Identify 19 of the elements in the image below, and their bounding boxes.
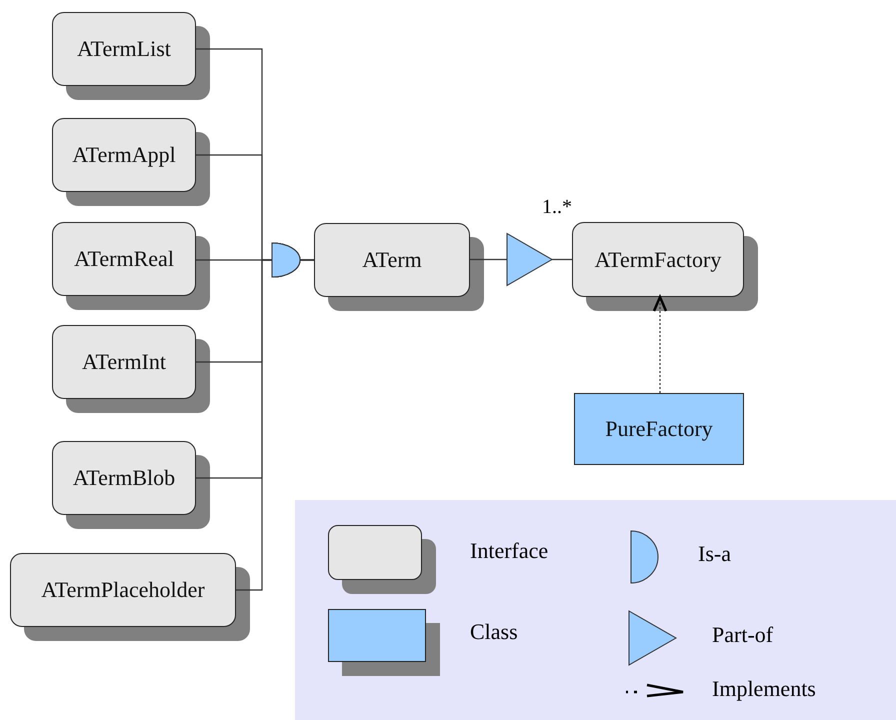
class-name: ATermAppl (72, 142, 176, 168)
class-name: ATerm (362, 247, 422, 273)
class-name: ATermList (77, 36, 171, 62)
legend-label: Part-of (712, 622, 774, 648)
class-name: ATermFactory (594, 246, 722, 272)
legend-label: Class (470, 619, 518, 645)
class-name: ATermPlaceholder (41, 577, 205, 603)
legend-label: Implements (712, 676, 816, 702)
class-box (574, 393, 744, 465)
class-name: ATermInt (82, 349, 166, 375)
legend-label: Is-a (698, 541, 731, 567)
is-a-connector (236, 242, 314, 591)
class-name: ATermBlob (72, 465, 176, 491)
implements-arrow (652, 296, 668, 393)
part-of-connector (470, 233, 572, 286)
class-name: PureFactory (605, 416, 713, 442)
legend-label: Interface (470, 538, 548, 564)
multiplicity-label: 1..* (542, 196, 572, 219)
class-name: ATermReal (74, 246, 174, 272)
